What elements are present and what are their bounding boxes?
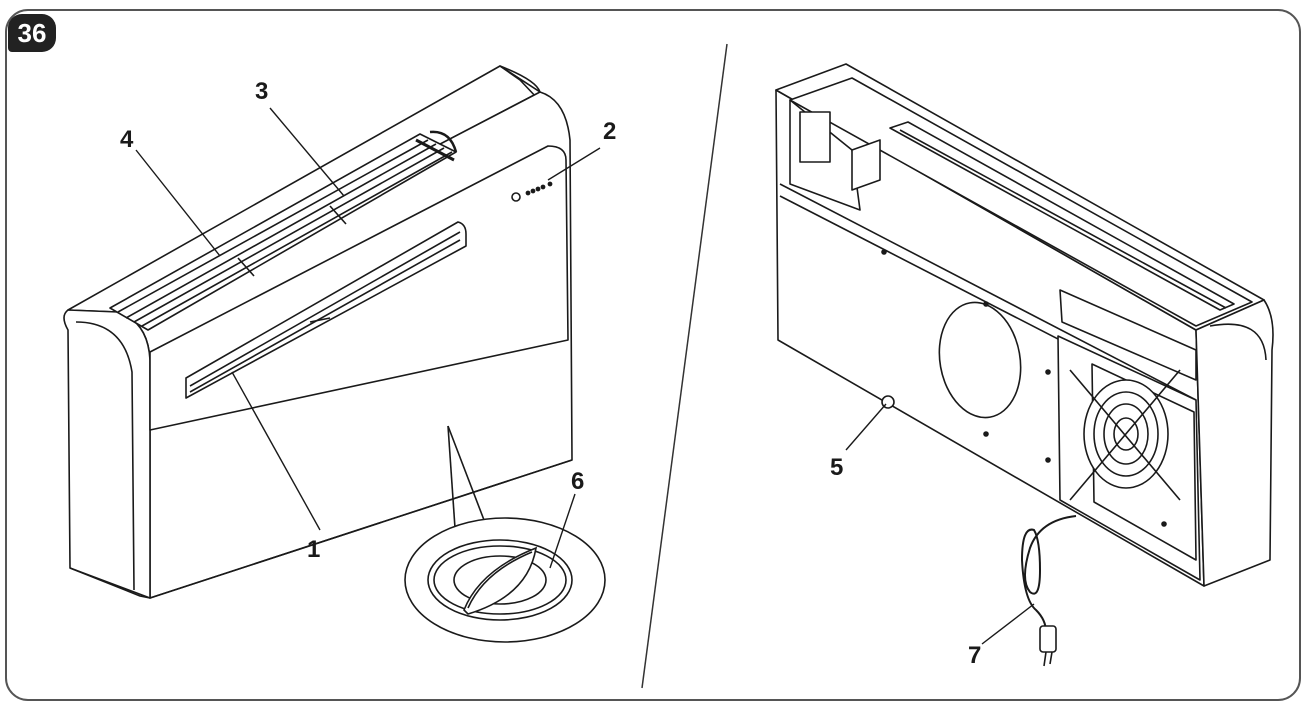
callout-5: 5 <box>830 454 844 481</box>
callout-4: 4 <box>120 126 134 153</box>
callout-7: 7 <box>968 642 982 669</box>
front-unit-illustration <box>63 65 573 599</box>
callout-2: 2 <box>603 118 617 145</box>
outer-border <box>5 9 1301 701</box>
drain-plug-detail <box>404 425 606 643</box>
callout-6: 6 <box>571 468 585 495</box>
rear-unit-illustration <box>775 63 1274 667</box>
callout-3: 3 <box>255 78 269 105</box>
divider-line <box>641 43 728 689</box>
figure-number-badge: 36 <box>8 14 56 52</box>
callout-1: 1 <box>307 536 321 563</box>
callout-leaders <box>135 107 1035 645</box>
